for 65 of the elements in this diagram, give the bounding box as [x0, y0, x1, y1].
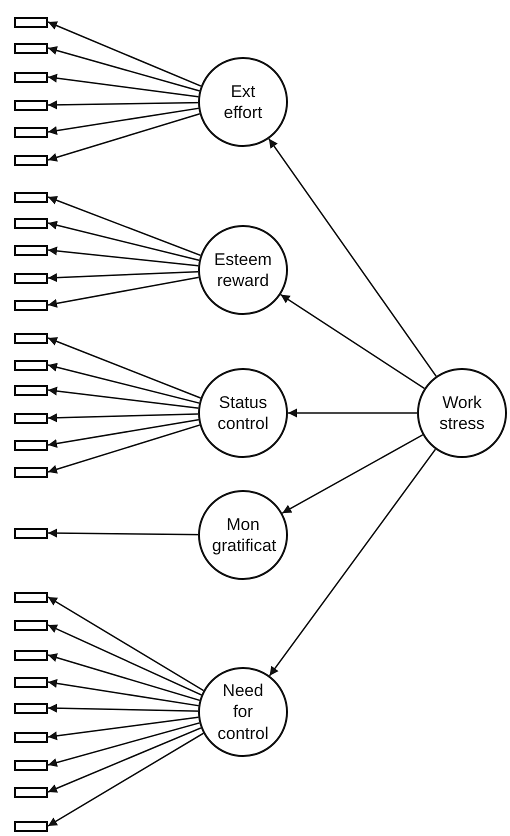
- indicator-box: [14, 17, 48, 28]
- arrow: [282, 434, 424, 514]
- indicator-box: [14, 192, 48, 203]
- indicator-box: [14, 155, 48, 166]
- arrow: [48, 727, 202, 793]
- node-label: Esteem reward: [213, 248, 273, 292]
- indicator-box: [14, 787, 48, 798]
- arrow: [48, 624, 202, 696]
- arrow: [48, 270, 198, 282]
- indicator-box: [14, 360, 48, 371]
- indicator-box: [14, 100, 48, 111]
- arrow: [288, 408, 417, 418]
- indicator-box: [14, 620, 48, 631]
- arrow: [48, 732, 204, 827]
- arrow: [48, 386, 198, 409]
- arrow: [48, 74, 198, 98]
- arrow: [48, 100, 198, 110]
- indicator-box: [14, 127, 48, 138]
- indicator-box: [14, 760, 48, 771]
- arrow: [48, 246, 198, 267]
- arrow: [48, 220, 200, 261]
- arrow: [48, 113, 200, 162]
- arrow: [48, 424, 200, 474]
- indicator-box: [14, 528, 48, 539]
- indicator-box: [14, 385, 48, 396]
- node-label: Work stress: [438, 392, 486, 434]
- node-label: Ext effort: [222, 80, 264, 124]
- arrow: [48, 196, 201, 256]
- indicator-box: [14, 273, 48, 284]
- arrow: [48, 413, 198, 422]
- node-label: Need for control: [216, 680, 270, 744]
- indicator-box: [14, 703, 48, 714]
- indicator-box: [14, 413, 48, 424]
- indicator-box: [14, 677, 48, 688]
- arrow: [48, 653, 200, 702]
- indicator-box: [14, 732, 48, 743]
- node-label: Status control: [216, 392, 270, 434]
- arrow: [48, 418, 199, 448]
- indicator-box: [14, 821, 48, 832]
- arrow: [48, 722, 200, 767]
- arrow: [48, 21, 202, 87]
- arrow: [268, 138, 437, 377]
- arrow: [280, 294, 425, 390]
- indicator-box: [14, 333, 48, 344]
- arrow: [48, 596, 204, 692]
- arrow: [48, 528, 198, 538]
- arrow: [48, 46, 200, 92]
- indicator-box: [14, 218, 48, 229]
- arrow: [48, 276, 199, 308]
- indicator-box: [14, 440, 48, 451]
- arrow: [48, 704, 198, 713]
- indicator-box: [14, 467, 48, 478]
- arrow: [268, 448, 436, 676]
- arrow: [48, 716, 198, 740]
- indicator-box: [14, 592, 48, 603]
- node-label: Mon gratificat: [212, 514, 274, 556]
- indicator-box: [14, 43, 48, 54]
- arrow: [48, 678, 199, 706]
- indicator-box: [14, 300, 48, 311]
- arrow: [48, 362, 200, 404]
- indicator-box: [14, 650, 48, 661]
- indicator-box: [14, 72, 48, 83]
- arrow: [48, 108, 199, 136]
- indicator-box: [14, 245, 48, 256]
- arrow: [48, 337, 201, 399]
